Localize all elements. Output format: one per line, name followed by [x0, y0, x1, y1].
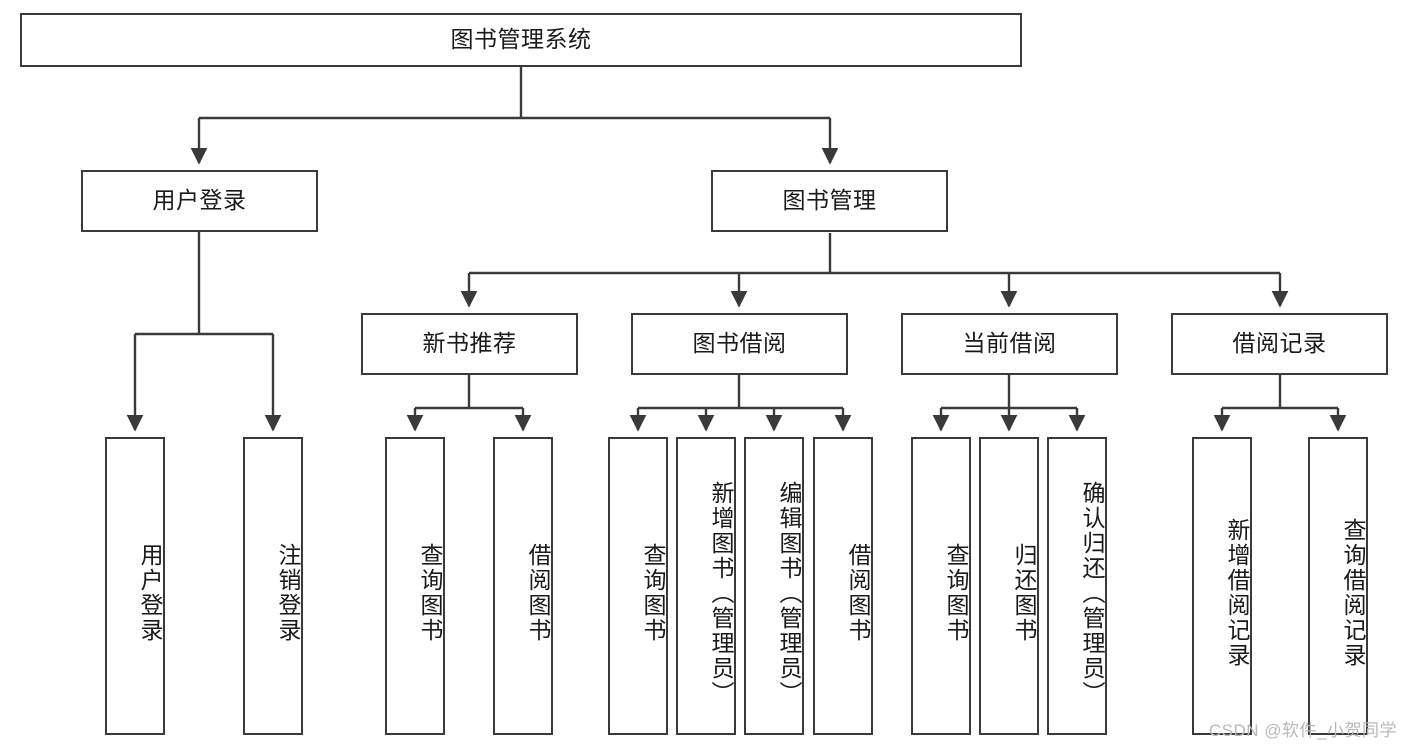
- node-book-management[interactable]: 图书管理: [711, 170, 948, 232]
- node-new-book-recommend-label: 新书推荐: [422, 330, 517, 357]
- node-leaf-edit-book[interactable]: 编辑图书（管理员）: [744, 437, 804, 735]
- node-leaf-user-login[interactable]: 用户登录: [105, 437, 165, 735]
- node-book-borrow-label: 图书借阅: [692, 330, 787, 357]
- node-leaf-query-book-3[interactable]: 查询图书: [911, 437, 971, 735]
- node-leaf-query-book-2[interactable]: 查询图书: [608, 437, 668, 735]
- node-leaf-confirm-return[interactable]: 确认归还（管理员）: [1047, 437, 1107, 735]
- node-leaf-borrow-book-1[interactable]: 借阅图书: [493, 437, 553, 735]
- node-current-borrow[interactable]: 当前借阅: [901, 313, 1118, 375]
- node-user-login[interactable]: 用户登录: [81, 170, 318, 232]
- node-root-book-management-system[interactable]: 图书管理系统: [20, 13, 1022, 67]
- node-leaf-confirm-return-label: 确认归还（管理员）: [1079, 480, 1105, 706]
- node-root-label: 图书管理系统: [450, 26, 592, 53]
- node-leaf-add-book[interactable]: 新增图书（管理员）: [676, 437, 736, 735]
- node-leaf-edit-book-label: 编辑图书（管理员）: [776, 480, 802, 706]
- node-leaf-query-book-1-label: 查询图书: [417, 543, 443, 643]
- node-leaf-add-record[interactable]: 新增借阅记录: [1192, 437, 1252, 735]
- node-leaf-user-login-label: 用户登录: [137, 543, 163, 643]
- node-book-management-label: 图书管理: [782, 187, 877, 214]
- node-leaf-query-book-3-label: 查询图书: [943, 543, 969, 643]
- node-user-login-label: 用户登录: [152, 187, 247, 214]
- node-leaf-borrow-book-2[interactable]: 借阅图书: [813, 437, 873, 735]
- node-leaf-borrow-book-2-label: 借阅图书: [845, 543, 871, 643]
- node-leaf-query-record[interactable]: 查询借阅记录: [1308, 437, 1368, 735]
- node-current-borrow-label: 当前借阅: [962, 330, 1057, 357]
- node-leaf-query-book-2-label: 查询图书: [640, 543, 666, 643]
- node-leaf-logout-label: 注销登录: [275, 543, 301, 643]
- node-leaf-add-record-label: 新增借阅记录: [1224, 518, 1250, 668]
- node-leaf-return-book-label: 归还图书: [1011, 543, 1037, 643]
- node-leaf-query-record-label: 查询借阅记录: [1340, 518, 1366, 668]
- node-book-borrow[interactable]: 图书借阅: [631, 313, 848, 375]
- node-borrow-record[interactable]: 借阅记录: [1171, 313, 1388, 375]
- csdn-watermark: CSDN @软件_小贺同学: [1208, 721, 1397, 740]
- node-leaf-add-book-label: 新增图书（管理员）: [708, 480, 734, 706]
- node-new-book-recommend[interactable]: 新书推荐: [361, 313, 578, 375]
- node-leaf-logout[interactable]: 注销登录: [243, 437, 303, 735]
- node-leaf-borrow-book-1-label: 借阅图书: [525, 543, 551, 643]
- node-borrow-record-label: 借阅记录: [1232, 330, 1327, 357]
- node-leaf-return-book[interactable]: 归还图书: [979, 437, 1039, 735]
- node-leaf-query-book-1[interactable]: 查询图书: [385, 437, 445, 735]
